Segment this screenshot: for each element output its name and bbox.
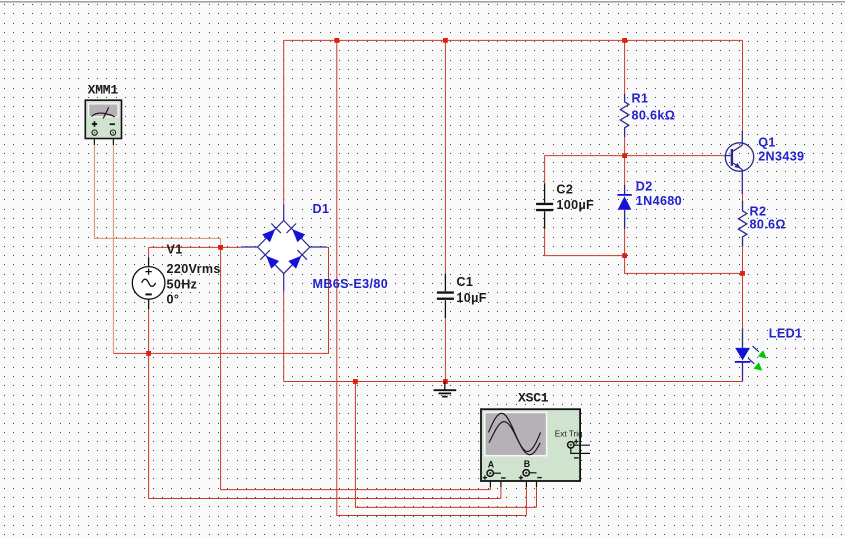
svg-text:80.6kΩ: 80.6kΩ [632,109,676,123]
svg-text:10µF: 10µF [456,291,486,305]
svg-text:50Hz: 50Hz [167,278,198,292]
svg-text:220Vrms: 220Vrms [167,262,221,276]
svg-text:MB6S-E3/80: MB6S-E3/80 [313,277,389,291]
svg-text:A: A [488,459,495,469]
svg-text:D1: D1 [313,202,330,216]
svg-text:Ext Trig: Ext Trig [555,430,583,439]
svg-text:XSC1: XSC1 [518,391,549,406]
svg-text:B: B [524,459,530,469]
svg-text:C2: C2 [556,183,573,197]
svg-text:R2: R2 [750,205,767,219]
svg-text:D2: D2 [636,179,653,193]
svg-text:C1: C1 [456,275,473,289]
svg-text:V1: V1 [167,243,183,257]
svg-text:0°: 0° [167,293,180,307]
svg-text:XMM1: XMM1 [88,82,119,97]
svg-text:100µF: 100µF [556,198,594,212]
svg-text:2N3439: 2N3439 [758,150,804,164]
svg-text:Q1: Q1 [758,136,776,150]
svg-text:LED1: LED1 [769,327,803,341]
svg-text:80.6Ω: 80.6Ω [750,218,786,232]
svg-text:R1: R1 [632,91,649,105]
svg-text:1N4680: 1N4680 [636,194,682,208]
